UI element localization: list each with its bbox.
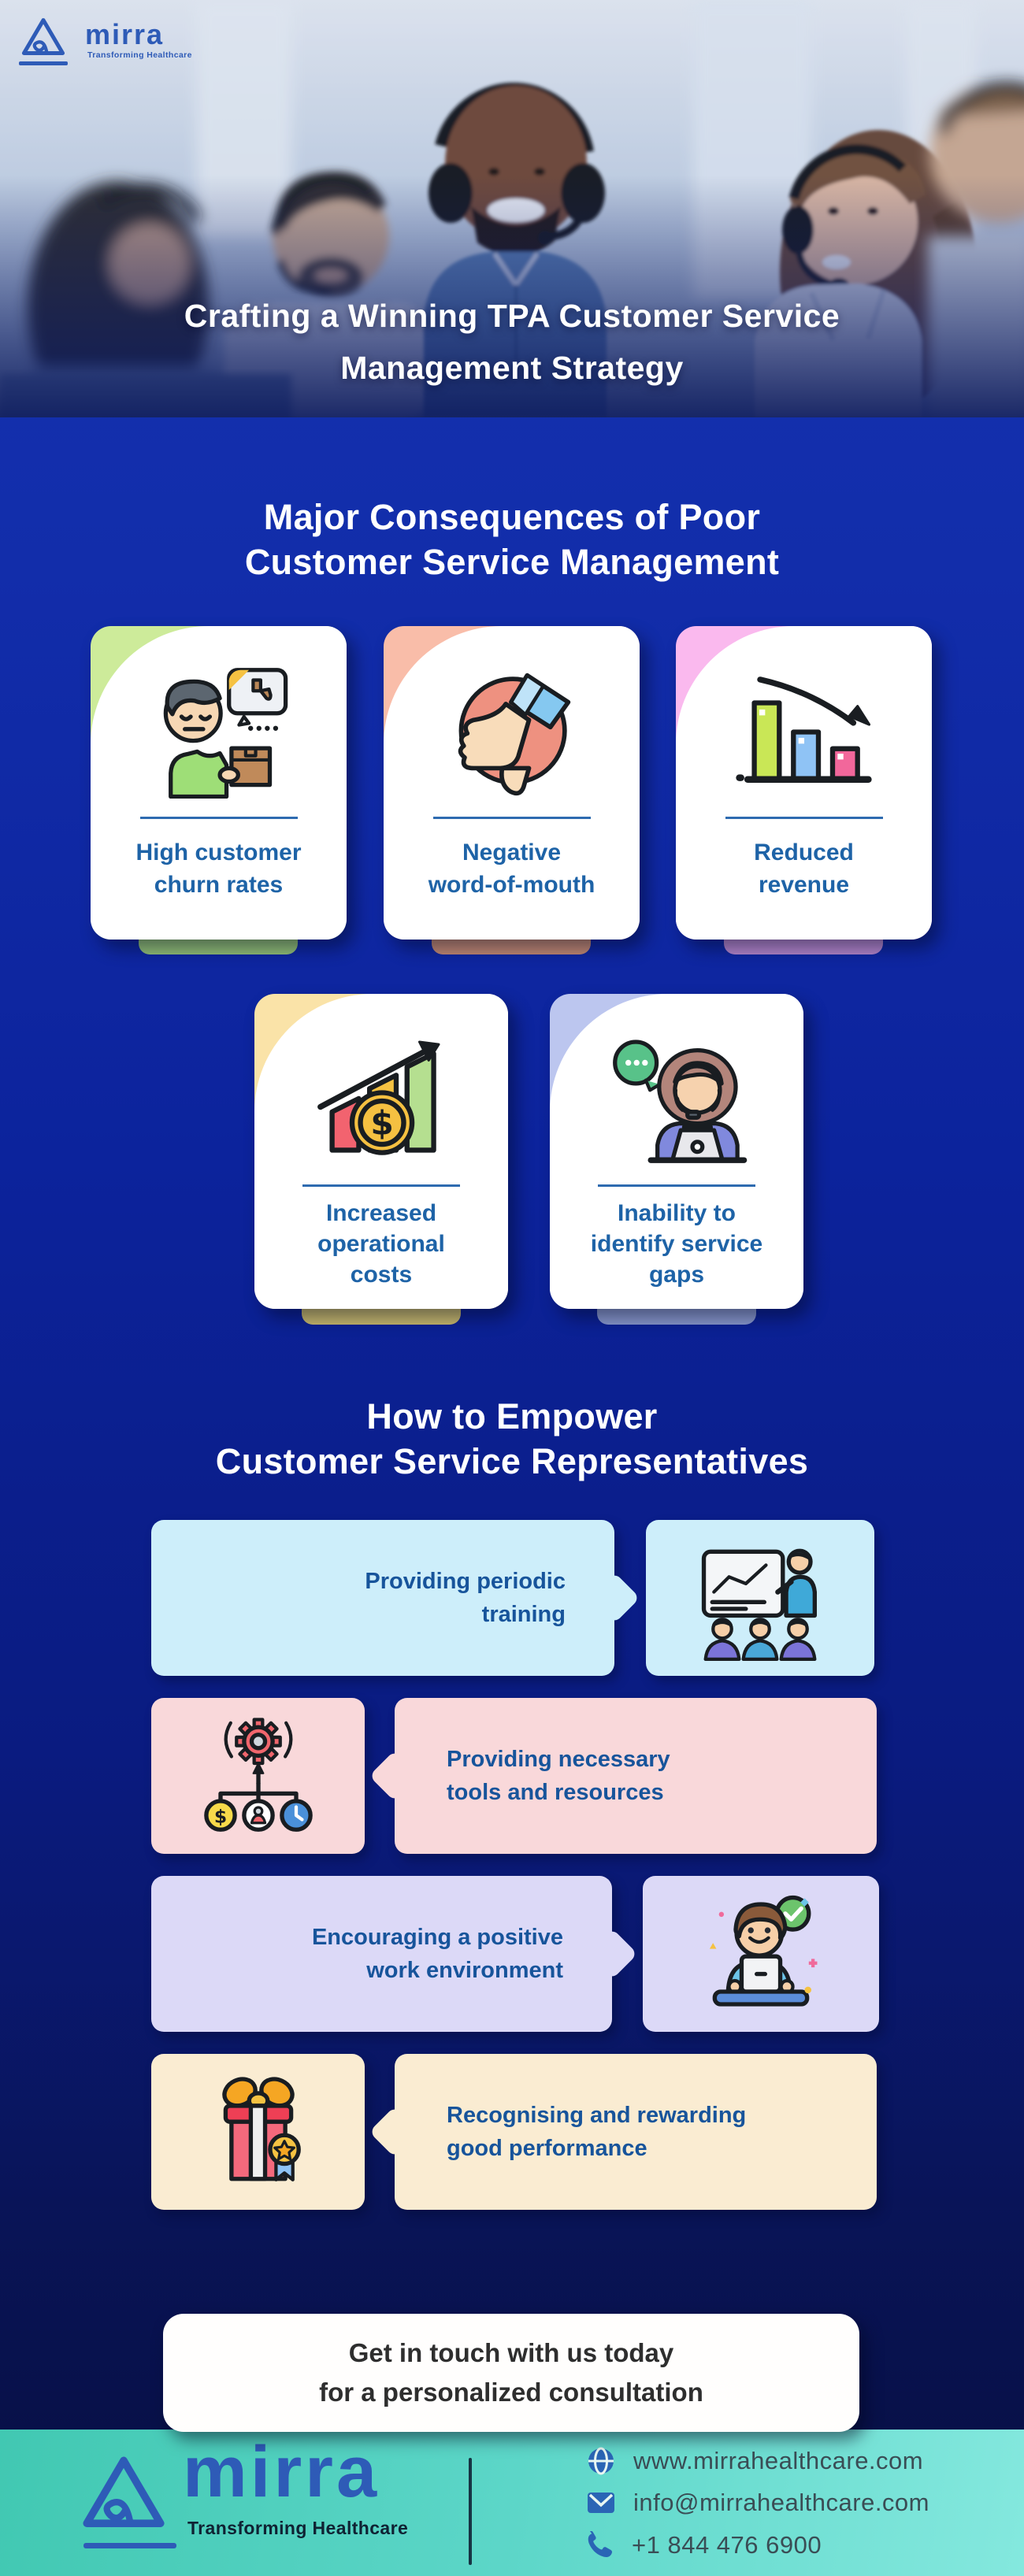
empower-title-line1: How to Empower [366,1396,658,1436]
hero-title-line1: Crafting a Winning TPA Customer Service [184,298,840,334]
consequence-card-service-gaps: Inability to identify service gaps [550,994,803,1309]
empower-row-training-text: Providing periodic training [151,1520,614,1676]
card-divider [139,817,298,819]
card-divider [598,1184,755,1187]
empower-row-label: Encouraging a positive work environment [311,1925,563,1983]
svg-text:$: $ [370,1103,393,1142]
rising-costs-coin-chart-icon: $ [309,1021,454,1178]
hero-photo-header: mirra Transforming Healthcare Crafting a… [0,0,1024,417]
card-label: Negative word-of-mouth [428,840,595,898]
cta-line1: Get in touch with us today [348,2338,674,2367]
svg-text:$: $ [213,1806,226,1828]
empower-row-label: Recognising and rewarding good performan… [447,2103,747,2161]
empower-row-rewarding-text: Recognising and rewarding good performan… [395,2054,877,2210]
gift-reward-icon [151,2054,365,2210]
empower-title-line2: Customer Service Representatives [215,1441,809,1481]
consequences-title-line1: Major Consequences of Poor [263,497,761,537]
call-center-photo [0,0,1024,417]
thumbs-down-icon [445,653,579,810]
cta-line2: for a personalized consultation [319,2378,703,2407]
hero-title-line2: Management Strategy [340,350,684,386]
empower-section-title: How to Empower Customer Service Represen… [0,1394,1024,1484]
footer-logo-wordmark: mirra [183,2432,380,2512]
consequences-title-line2: Customer Service Management [244,542,780,582]
card-divider [302,1184,460,1187]
empower-row-tools-text: Providing necessary tools and resources [395,1698,877,1854]
card-label: High customer churn rates [135,840,302,898]
consequences-section-title: Major Consequences of Poor Customer Serv… [0,495,1024,584]
phone-icon [588,2531,613,2557]
declining-bar-chart-icon [731,653,877,810]
footer-logo-tagline: Transforming Healthcare [187,2518,409,2538]
cta-card: Get in touch with us today for a persona… [163,2314,859,2432]
card-label: Inability to identify service gaps [590,1200,763,1288]
tools-resources-hierarchy-icon: $ [151,1698,365,1854]
footer-website-row: www.mirrahealthcare.com [586,2444,923,2478]
card-label: Increased operational costs [317,1200,445,1288]
logo-tagline: Transforming Healthcare [87,50,192,60]
footer-website: www.mirrahealthcare.com [633,2447,924,2474]
empower-row-label: Providing periodic training [365,1569,566,1627]
email-icon [588,2493,614,2513]
card-divider [432,817,591,819]
empower-row-label: Providing necessary tools and resources [447,1747,670,1805]
footer-logo-underline [83,2543,176,2548]
mirra-triangle-icon [83,2456,165,2527]
consequence-card-costs: $ Increased operational costs [254,994,508,1309]
card-label: Reduced revenue [754,840,854,898]
empower-row-environment-text: Encouraging a positive work environment [151,1876,612,2032]
footer-phone-row: +1 844 476 6900 [586,2528,822,2563]
footer: mirra Transforming Healthcare www.mirrah… [0,2430,1024,2576]
consequence-card-revenue: Reduced revenue [676,626,932,940]
hero-title: Crafting a Winning TPA Customer Service … [0,290,1024,394]
globe-icon [588,2447,614,2475]
consequence-card-word-of-mouth: Negative word-of-mouth [384,626,640,940]
footer-email: info@mirrahealthcare.com [633,2489,929,2516]
card-divider [725,817,883,819]
training-presentation-icon [646,1520,874,1676]
unhappy-customer-with-box-icon [146,653,291,810]
logo-wordmark: mirra [85,18,165,50]
footer-phone: +1 844 476 6900 [632,2531,822,2559]
footer-divider [469,2458,472,2565]
logo-underline [19,61,68,65]
footer-email-row: info@mirrahealthcare.com [586,2485,929,2520]
positive-employee-check-icon [643,1876,879,2032]
mirra-triangle-icon [21,18,65,56]
consequence-card-churn: High customer churn rates [91,626,347,940]
support-agent-laptop-icon [604,1021,750,1178]
mirra-logo: mirra Transforming Healthcare [17,8,198,71]
